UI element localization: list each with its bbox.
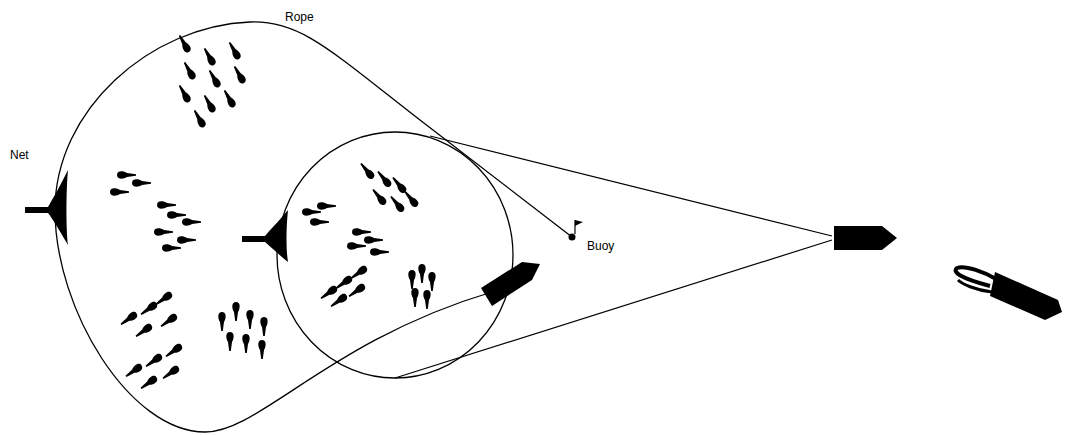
fish-school [319, 264, 369, 309]
fish-school [408, 264, 435, 309]
net-float [242, 210, 288, 262]
fish-school [110, 171, 201, 251]
tug-boat [956, 267, 1062, 320]
fish-school [347, 228, 389, 255]
inner-net-loop [277, 132, 513, 378]
fish-school [176, 34, 247, 129]
fish-school [218, 302, 267, 359]
fish-school [358, 161, 420, 213]
skiff-boat [481, 262, 540, 306]
net-float [25, 170, 68, 245]
part-label: Net [10, 148, 29, 162]
buoy-symbol [569, 220, 584, 241]
outer-net-line [55, 22, 572, 432]
tow-line [395, 240, 832, 378]
fish-school [119, 290, 184, 391]
tow-line [430, 136, 832, 236]
purse-seiner-boat [834, 226, 897, 250]
part-label: Buoy [587, 239, 614, 253]
fish-school [302, 202, 336, 225]
part-label: Rope [285, 10, 314, 24]
